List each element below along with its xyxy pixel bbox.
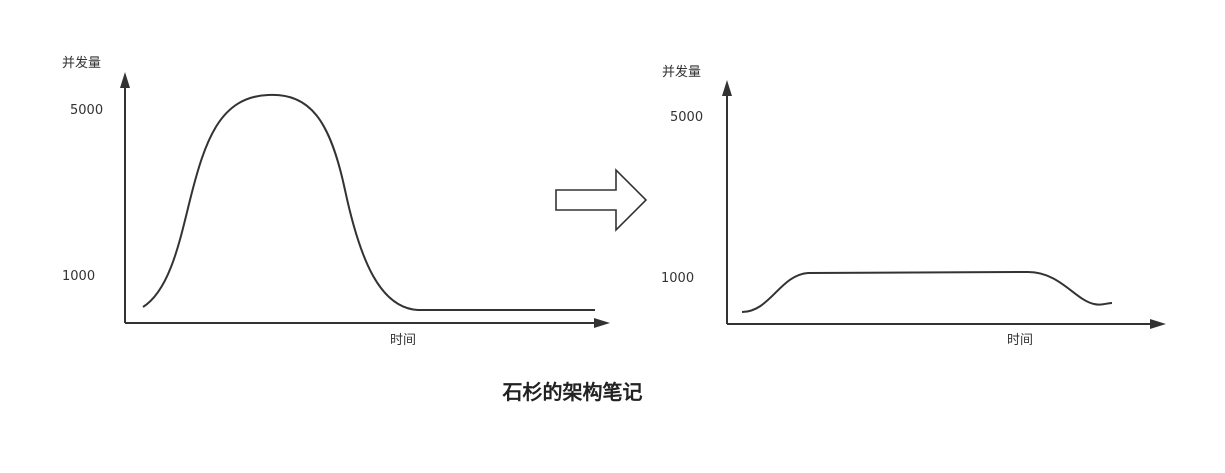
left-tick-1000: 1000 [62, 269, 96, 284]
right-y-axis-label: 并发量 [662, 65, 702, 80]
left-chart [120, 72, 610, 328]
left-y-axis-arrowhead [120, 72, 130, 88]
left-x-axis-arrowhead [594, 318, 610, 328]
left-x-axis-label: 时间 [390, 333, 417, 348]
left-tick-5000: 5000 [70, 103, 104, 118]
diagram-caption: 石杉的架构笔记 [502, 380, 643, 404]
right-chart [722, 80, 1166, 329]
right-x-axis-arrowhead [1150, 319, 1166, 329]
right-concurrency-curve [741, 270, 1113, 313]
left-concurrency-curve [142, 93, 595, 311]
right-tick-1000: 1000 [661, 271, 695, 286]
right-tick-5000: 5000 [670, 110, 704, 125]
right-x-axis-label: 时间 [1007, 333, 1034, 348]
left-y-axis-label: 并发量 [62, 56, 102, 71]
right-y-axis-arrowhead [722, 80, 732, 96]
right-arrow-icon [555, 168, 648, 232]
